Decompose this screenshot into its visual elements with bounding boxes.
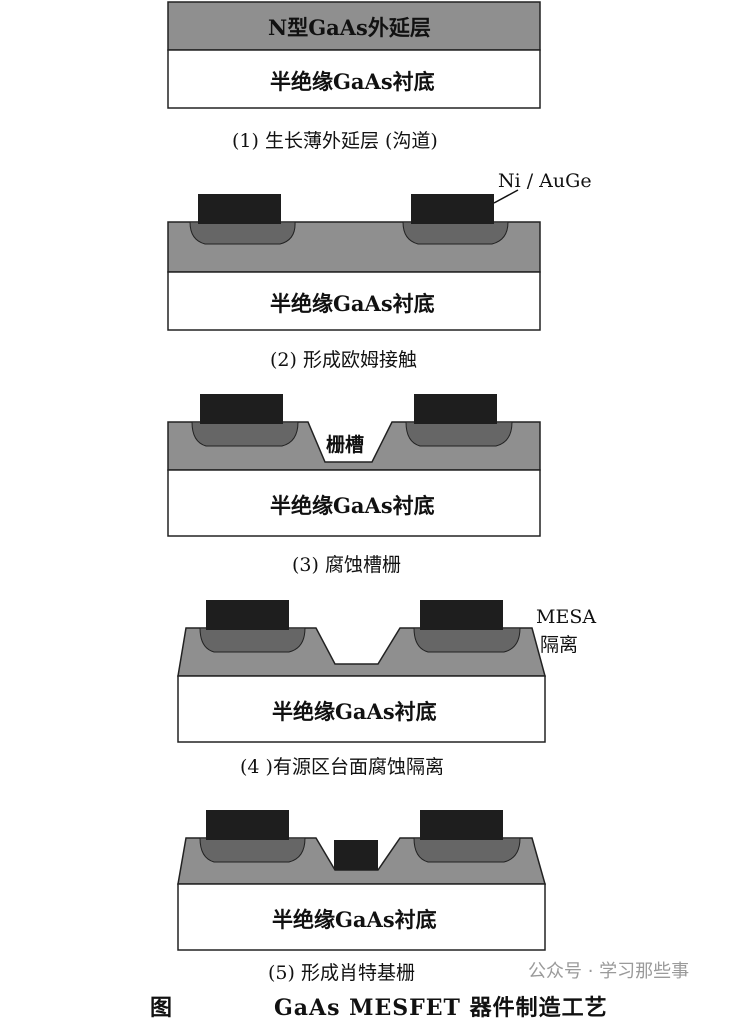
schottky-gate [334,840,378,870]
substrate-label: 半绝缘GaAs衬底 [270,291,435,316]
gate-groove-label: 栅槽 [326,434,365,456]
substrate [167,469,541,537]
ohmic-contact-right [414,394,497,424]
substrate-label: 半绝缘GaAs衬底 [272,699,437,724]
step-2-caption: (2) 形成欧姆接触 [270,349,417,371]
ohmic-contact-left [206,600,289,630]
isolation-label: 隔离 [540,634,579,656]
panel-1 [167,1,541,109]
panel-5 [177,810,546,951]
watermark: 公众号 · 学习那些事 [528,961,690,982]
panel-4 [177,600,546,743]
panel-2 [167,189,541,331]
step-4-caption: (4 )有源区台面腐蚀隔离 [240,756,444,778]
substrate-label: 半绝缘GaAs衬底 [270,493,435,518]
substrate-label: 半绝缘GaAs衬底 [270,69,435,94]
step-3-caption: (3) 腐蚀槽栅 [292,554,401,576]
substrate [167,271,541,331]
step-5-caption: (5) 形成肖特基栅 [268,962,415,984]
alloy-region-left [199,837,306,863]
figure-label-prefix: 图 [150,995,174,1021]
ohmic-contact-left [200,394,283,424]
alloy-region-right [413,627,521,653]
alloy-region-right [413,837,521,863]
alloy-region-left [191,421,299,447]
ohmic-contact-left [198,194,281,224]
alloy-region-left [189,221,296,245]
alloy-region-left [199,627,306,653]
contact-pointer [493,189,519,204]
mesa-label: MESA [536,606,597,628]
substrate-label: 半绝缘GaAs衬底 [272,907,437,932]
epi-layer [167,1,541,51]
figure-title: GaAs MESFET 器件制造工艺 [274,995,608,1021]
ohmic-contact-right [420,600,503,630]
ohmic-contact-right [411,194,494,224]
panel-3 [167,394,541,537]
alloy-region-right [405,421,513,447]
substrate [177,883,546,951]
contact-metal-label: Ni / AuGe [498,170,592,192]
epi-layer-label: N型GaAs外延层 [268,15,431,40]
alloy-region-right [402,221,509,245]
step-1-caption: (1) 生长薄外延层 (沟道) [232,130,438,152]
ohmic-contact-left [206,810,289,840]
substrate [177,675,546,743]
substrate [167,49,541,109]
ohmic-contact-right [420,810,503,840]
